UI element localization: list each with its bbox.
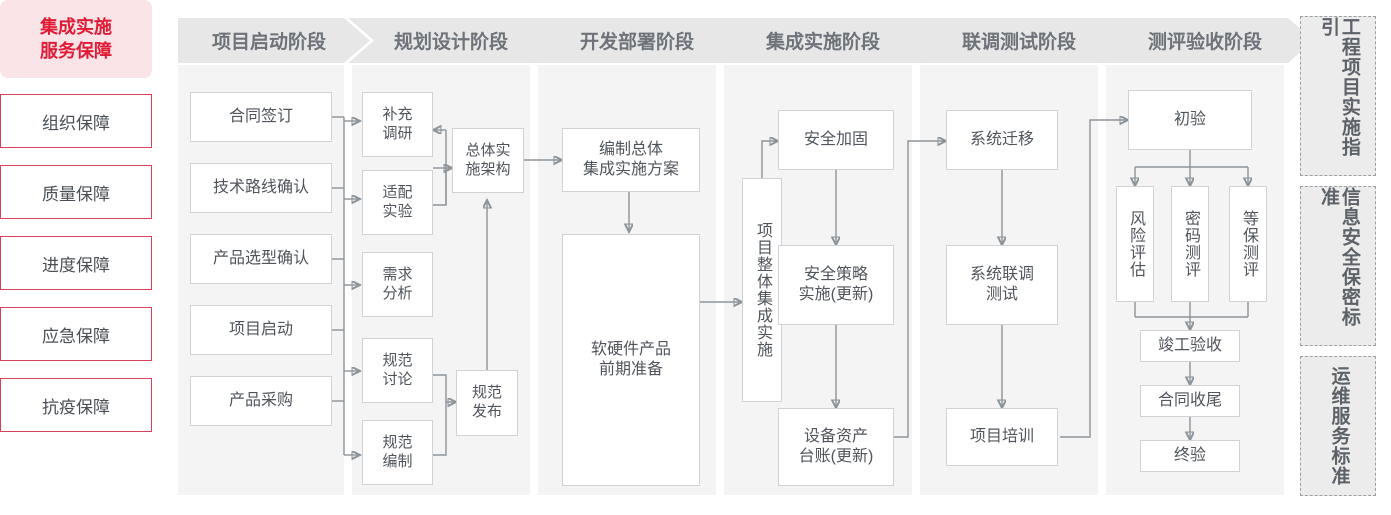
node-project-kickoff[interactable]: 项目启动	[190, 305, 332, 355]
node-spec-discussion-l1: 规范	[382, 351, 413, 369]
node-overall-plan-l1: 编制总体	[598, 141, 663, 158]
guarantee-item-emergency[interactable]: 应急保障	[0, 307, 152, 361]
stage-header-5[interactable]: 联调测试阶段	[916, 18, 1128, 63]
standards-rail-operations-label: 运维服务标准	[1328, 366, 1350, 486]
node-spec-drafting[interactable]: 规范编制	[362, 420, 433, 485]
stage-header-1[interactable]: 项目启动阶段	[178, 18, 370, 63]
standards-rail-operations[interactable]: 运维服务标准	[1300, 356, 1376, 496]
node-security-policy-l2: 实施(更新)	[798, 286, 874, 303]
node-adaptation-experiment[interactable]: 适配实验	[362, 170, 433, 235]
node-asset-ledger-l1: 设备资产	[803, 428, 868, 445]
node-spec-drafting-l2: 编制	[382, 452, 413, 470]
node-overall-implementation-architecture[interactable]: 总体实施架构	[452, 128, 524, 193]
node-supplementary-research-l2: 调研	[382, 124, 413, 142]
node-product-procurement[interactable]: 产品采购	[190, 376, 332, 426]
stage-header-3[interactable]: 开发部署阶段	[534, 18, 746, 63]
guarantee-title-line1: 集成实施	[40, 16, 112, 37]
node-mlps-evaluation[interactable]: 等保测评	[1229, 186, 1267, 302]
standards-rail-infosec[interactable]: 信息安全保密标准	[1300, 186, 1376, 346]
node-spec-release[interactable]: 规范发布	[456, 370, 518, 436]
node-spec-drafting-l1: 规范	[382, 433, 413, 451]
node-asset-ledger-update[interactable]: 设备资产台账(更新)	[778, 408, 894, 486]
stage-header-2[interactable]: 规划设计阶段	[348, 18, 560, 63]
guarantee-item-organization[interactable]: 组织保障	[0, 94, 152, 148]
stage-header-5-label: 联调测试阶段	[962, 32, 1077, 53]
node-asset-ledger-l2: 台账(更新)	[798, 448, 874, 465]
node-hw-sw-prep-l2: 前期准备	[598, 361, 663, 378]
standards-rail-engineering-label: 工程项目实施指引	[1318, 17, 1360, 157]
guarantee-rail-title: 集成实施 服务保障	[0, 0, 152, 78]
node-spec-discussion[interactable]: 规范讨论	[362, 338, 433, 403]
node-risk-assessment[interactable]: 风险评估	[1116, 186, 1154, 302]
node-system-joint-test-l2: 测试	[985, 286, 1018, 303]
node-spec-discussion-l2: 讨论	[382, 370, 413, 388]
node-supplementary-research-l1: 补充	[382, 105, 413, 123]
node-final-acceptance[interactable]: 终验	[1140, 440, 1240, 472]
node-requirement-analysis-l2: 分析	[382, 284, 413, 302]
standards-rail-engineering[interactable]: 工程项目实施指引	[1300, 16, 1376, 176]
stage-header-1-label: 项目启动阶段	[212, 32, 327, 53]
standards-rail-infosec-label: 信息安全保密标准	[1318, 187, 1360, 327]
stage-header-2-label: 规划设计阶段	[394, 32, 509, 53]
guarantee-rail: 集成实施 服务保障 组织保障 质量保障 进度保障 应急保障 抗疫保障	[0, 0, 152, 480]
node-spec-release-l2: 发布	[471, 403, 502, 420]
node-project-training[interactable]: 项目培训	[946, 408, 1058, 466]
node-tech-route-confirm[interactable]: 技术路线确认	[190, 163, 332, 213]
stage-header-3-label: 开发部署阶段	[580, 32, 695, 53]
node-overall-plan-l2: 集成实施方案	[582, 161, 679, 178]
node-supplementary-research[interactable]: 补充调研	[362, 92, 433, 157]
node-security-policy-l1: 安全策略	[803, 266, 868, 283]
node-adaptation-experiment-l2: 实验	[382, 202, 413, 220]
node-security-policy-update[interactable]: 安全策略实施(更新)	[778, 245, 894, 325]
stage-header-4-label: 集成实施阶段	[766, 32, 881, 53]
node-requirement-analysis[interactable]: 需求分析	[362, 252, 433, 317]
guarantee-item-quality[interactable]: 质量保障	[0, 165, 152, 219]
node-contract-closeout[interactable]: 合同收尾	[1140, 385, 1240, 417]
guarantee-item-epidemic[interactable]: 抗疫保障	[0, 378, 152, 432]
node-completion-acceptance[interactable]: 竣工验收	[1140, 330, 1240, 362]
node-security-hardening[interactable]: 安全加固	[778, 110, 894, 170]
node-requirement-analysis-l1: 需求	[382, 265, 413, 283]
node-hw-sw-prep-l1: 软硬件产品	[590, 341, 671, 358]
node-system-migration[interactable]: 系统迁移	[946, 110, 1058, 170]
node-overall-arch-l2: 施架构	[465, 160, 511, 178]
node-spec-release-l1: 规范	[471, 384, 502, 402]
node-preliminary-acceptance[interactable]: 初验	[1128, 90, 1252, 150]
node-adaptation-experiment-l1: 适配	[382, 183, 413, 201]
node-product-model-confirm[interactable]: 产品选型确认	[190, 234, 332, 284]
node-system-joint-test[interactable]: 系统联调测试	[946, 245, 1058, 325]
node-hw-sw-preparation[interactable]: 软硬件产品前期准备	[562, 234, 700, 486]
node-cryptography-evaluation[interactable]: 密码测评	[1171, 186, 1209, 302]
node-overall-arch-l1: 总体实	[465, 141, 511, 159]
guarantee-item-schedule[interactable]: 进度保障	[0, 236, 152, 290]
stage-header-6[interactable]: 测评验收阶段	[1102, 18, 1314, 63]
guarantee-title-line2: 服务保障	[40, 41, 112, 61]
node-overall-integration-plan[interactable]: 编制总体集成实施方案	[562, 128, 700, 192]
node-system-joint-test-l1: 系统联调	[969, 266, 1034, 283]
node-contract-signing[interactable]: 合同签订	[190, 92, 332, 142]
stage-header-6-label: 测评验收阶段	[1148, 32, 1263, 53]
stage-header-4[interactable]: 集成实施阶段	[720, 18, 942, 63]
node-overall-project-integration[interactable]: 项目整体集成实施	[742, 178, 782, 402]
